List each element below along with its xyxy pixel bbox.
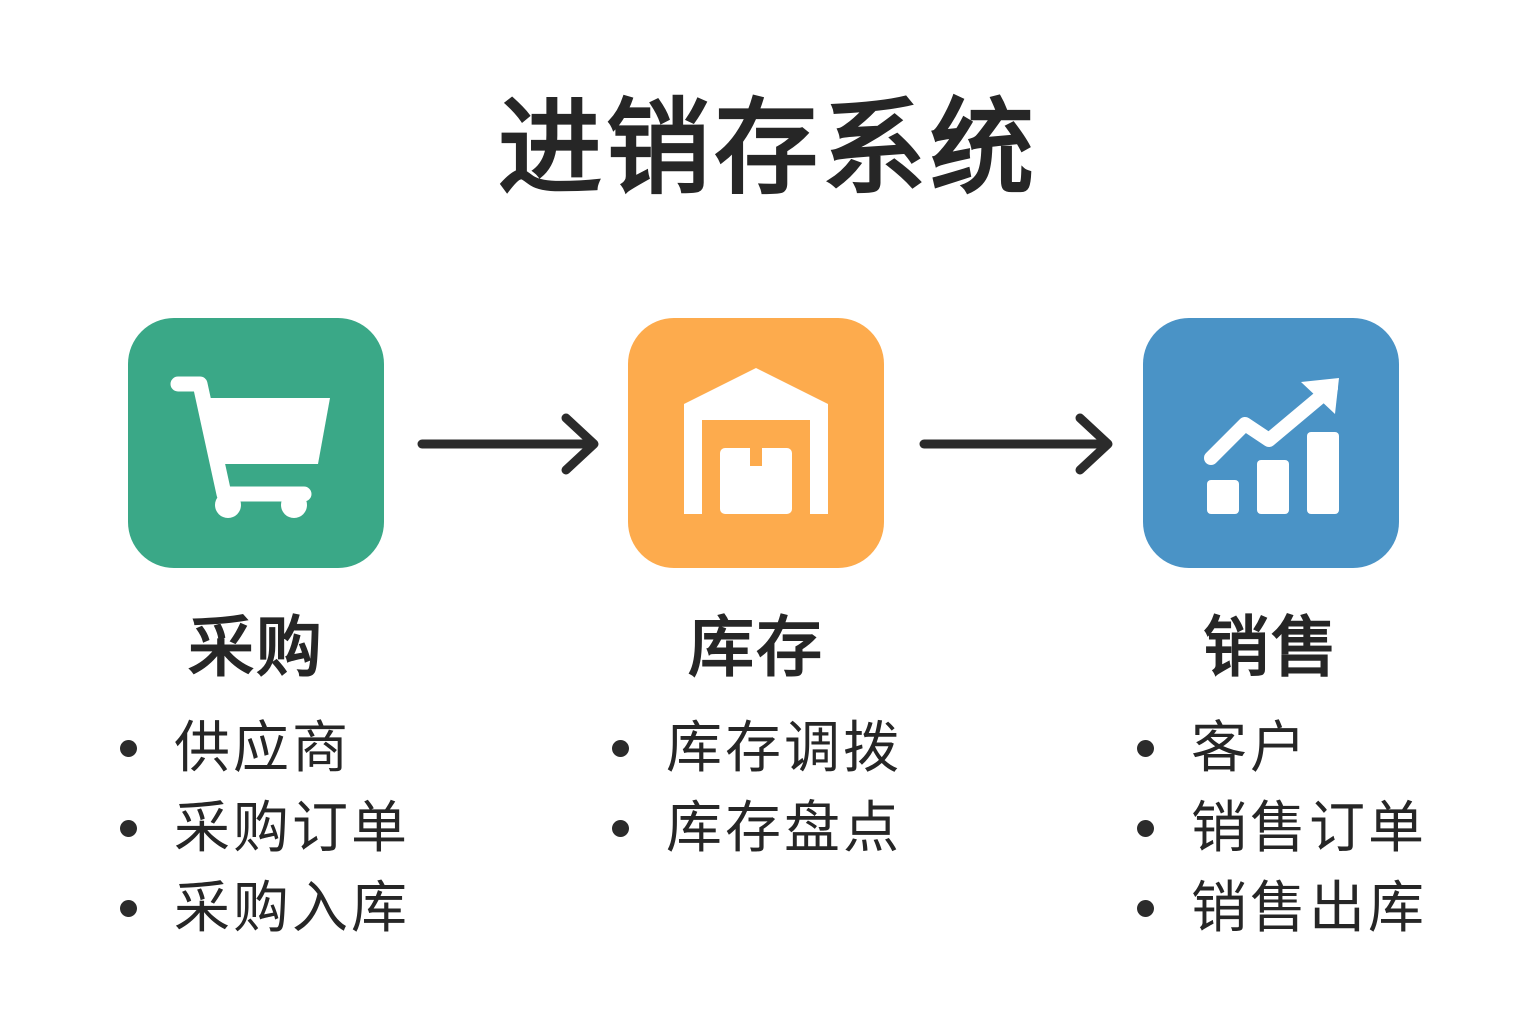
list-item-label: 采购入库 — [174, 876, 410, 941]
purchase-item-list: 供应商 采购订单 采购入库 — [120, 716, 410, 956]
module-title-purchase: 采购 — [188, 609, 324, 686]
list-item: 采购入库 — [120, 876, 410, 956]
bullet — [612, 820, 629, 837]
list-item: 销售出库 — [1137, 876, 1427, 956]
sales-item-list: 客户 销售订单 销售出库 — [1137, 716, 1427, 956]
inventory-icon-tile — [628, 318, 884, 568]
list-item-label: 库存盘点 — [666, 796, 902, 861]
bullet — [120, 820, 137, 837]
module-inventory: 库存 库存调拨 库存盘点 — [612, 318, 1008, 958]
list-item: 库存盘点 — [612, 796, 902, 876]
list-item: 销售订单 — [1137, 796, 1427, 876]
module-title-inventory: 库存 — [688, 609, 824, 686]
growth-chart-icon — [1204, 378, 1339, 514]
list-item-label: 采购订单 — [174, 796, 410, 861]
list-item: 客户 — [1137, 716, 1427, 796]
inventory-item-list: 库存调拨 库存盘点 — [612, 716, 902, 876]
sales-icon-tile — [1143, 318, 1399, 568]
bullet — [120, 740, 137, 757]
list-item-label: 库存调拨 — [666, 716, 902, 781]
list-item: 采购订单 — [120, 796, 410, 876]
bullet — [612, 740, 629, 757]
bullet — [1137, 900, 1154, 917]
bullet — [1137, 740, 1154, 757]
module-title-sales: 销售 — [1203, 609, 1339, 686]
flow-arrow-purchase-to-inventory — [417, 413, 599, 475]
warehouse-icon — [684, 368, 828, 514]
module-sales: 销售 客户 销售订单 销售出库 — [1137, 318, 1523, 958]
list-item-label: 客户 — [1191, 716, 1309, 781]
shopping-cart-icon — [170, 376, 330, 518]
module-purchase: 采购 供应商 采购订单 采购入库 — [120, 318, 508, 958]
diagram-title: 进销存系统 — [497, 87, 1038, 209]
list-item-label: 供应商 — [174, 716, 351, 781]
bullet — [1137, 820, 1154, 837]
list-item: 库存调拨 — [612, 716, 902, 796]
purchase-icon-tile — [128, 318, 384, 568]
bullet — [120, 900, 137, 917]
list-item-label: 销售订单 — [1191, 796, 1427, 861]
flow-arrow-inventory-to-sales — [919, 413, 1113, 475]
list-item: 供应商 — [120, 716, 410, 796]
list-item-label: 销售出库 — [1191, 876, 1427, 941]
